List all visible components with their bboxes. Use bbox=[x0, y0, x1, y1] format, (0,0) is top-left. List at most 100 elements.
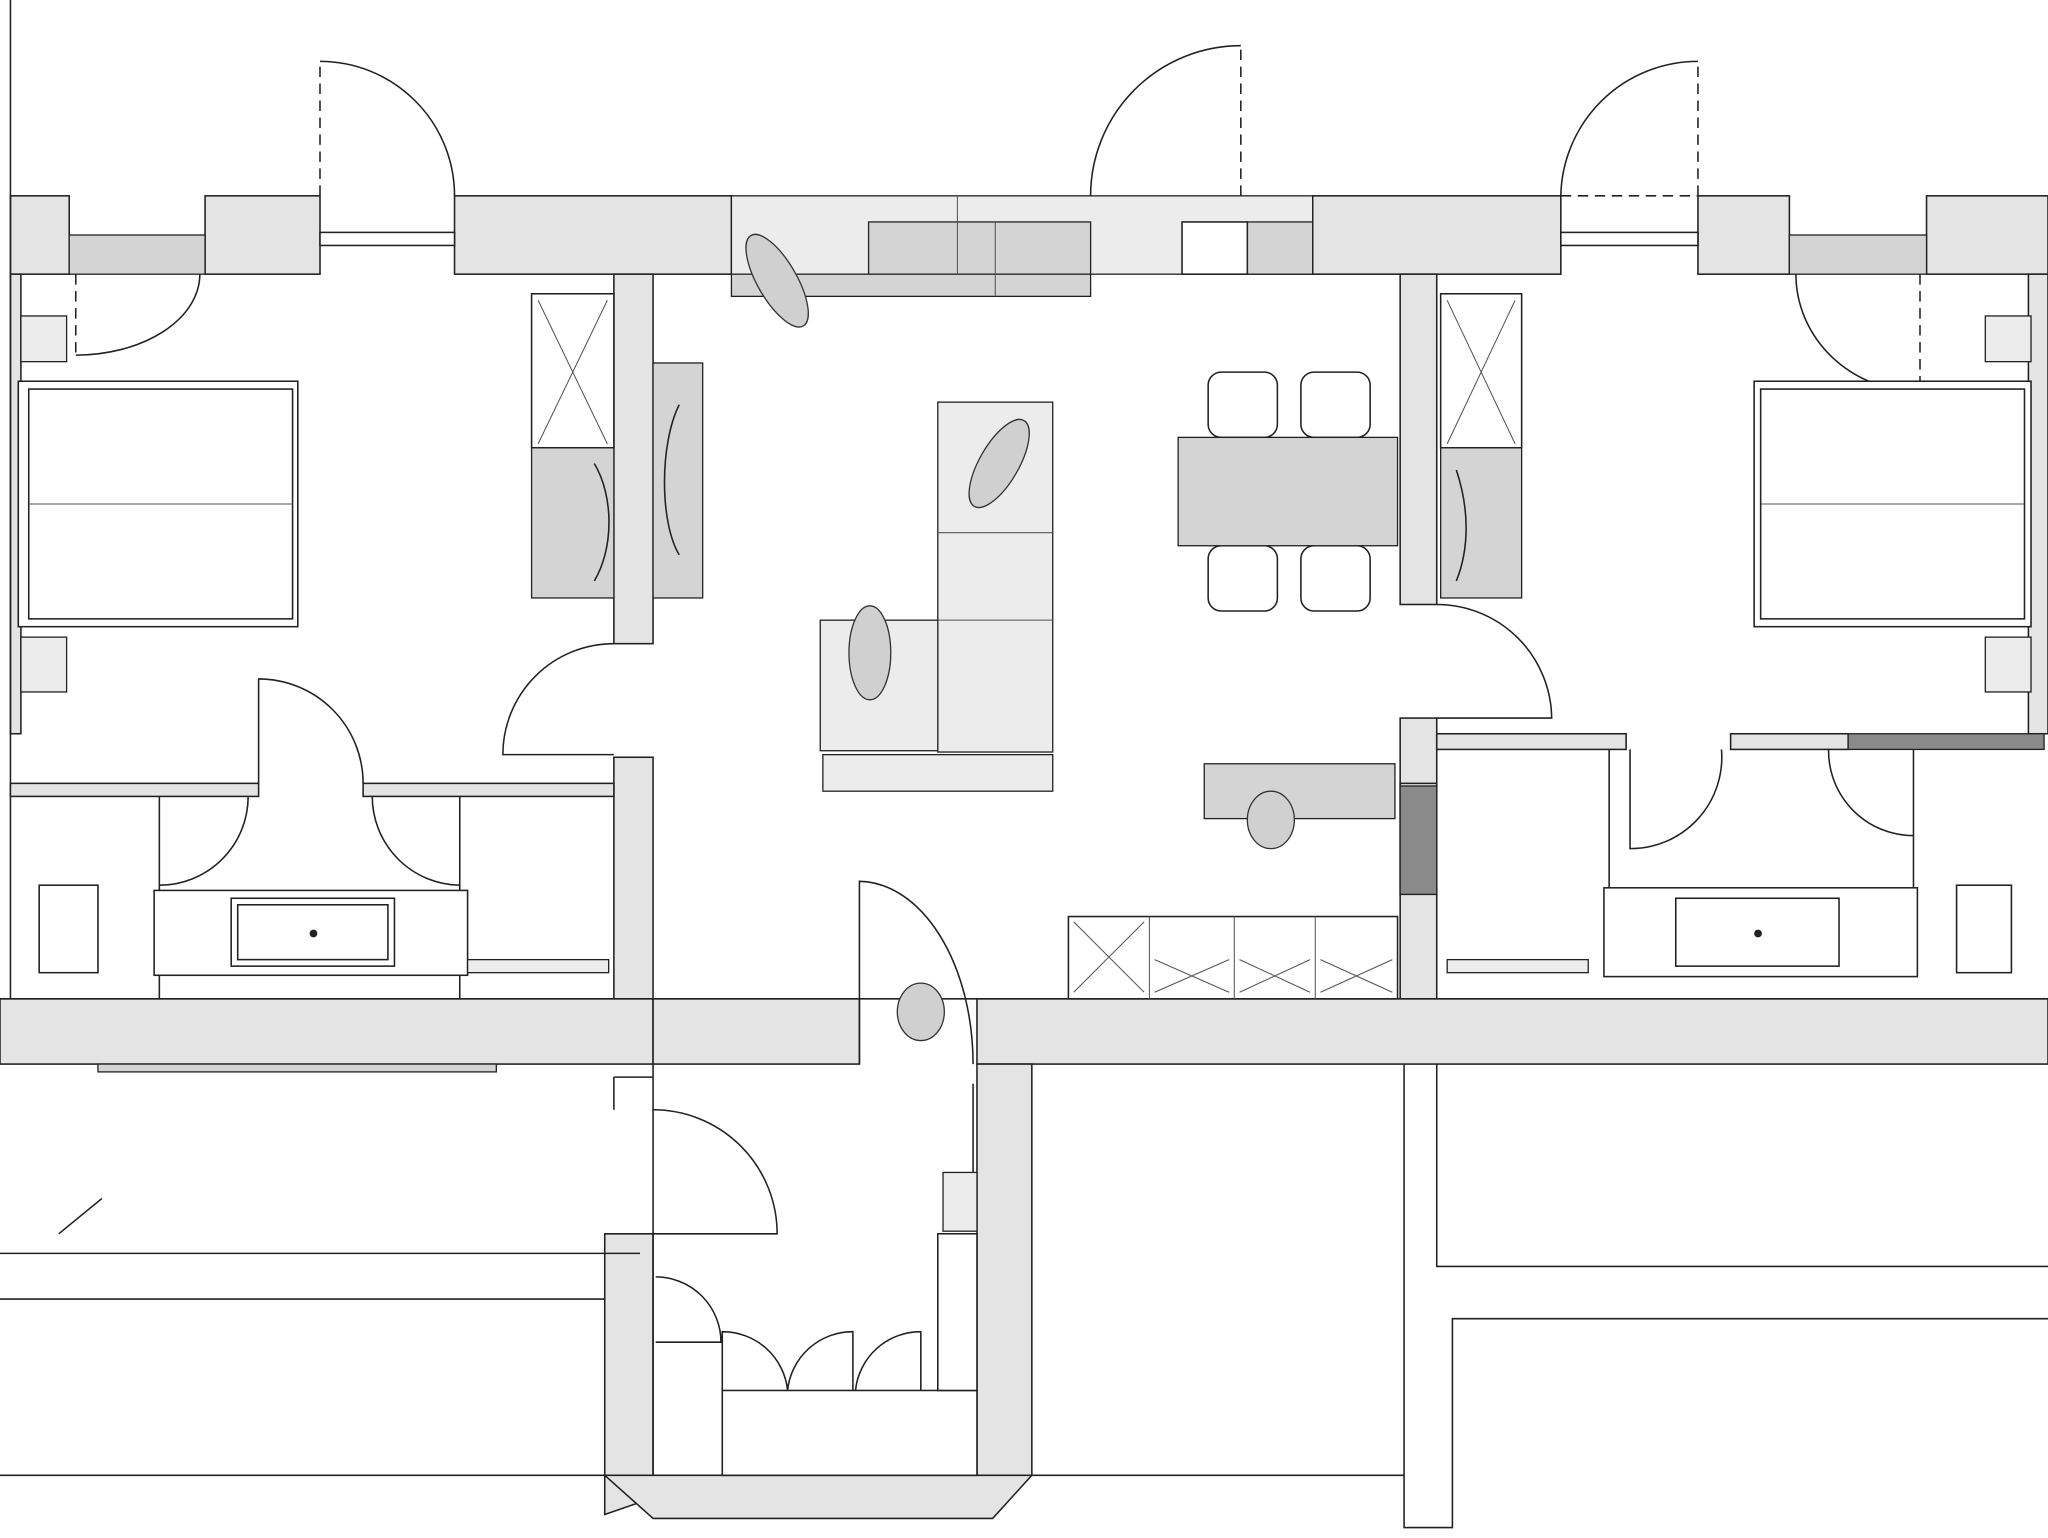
bottom-wall bbox=[0, 998, 2048, 1073]
bath-wall bbox=[362, 782, 615, 798]
wall-segment bbox=[613, 756, 654, 1000]
balcony-doors bbox=[74, 44, 1921, 393]
door-swing-icon[interactable] bbox=[721, 1330, 922, 1391]
wall-segment bbox=[1311, 195, 1562, 275]
wall-segment bbox=[9, 195, 71, 275]
wall-segment bbox=[1925, 195, 2048, 275]
wall-segment bbox=[1399, 273, 1438, 606]
stair-mark bbox=[58, 1197, 103, 1235]
right-bedroom bbox=[1436, 292, 2032, 719]
lower-area bbox=[0, 1063, 2048, 1529]
door-swing-icon bbox=[319, 60, 456, 196]
window-icon[interactable] bbox=[68, 234, 206, 275]
wall-segment bbox=[976, 1063, 1033, 1477]
person-icon bbox=[1246, 790, 1296, 850]
door-swing-icon[interactable] bbox=[655, 1276, 722, 1343]
shelf-unit bbox=[1181, 221, 1249, 275]
door-swing-icon[interactable] bbox=[257, 678, 364, 784]
shelf bbox=[466, 958, 610, 974]
wall-segment bbox=[976, 998, 2048, 1065]
storage-unit bbox=[721, 1389, 978, 1477]
wall-segment bbox=[0, 998, 654, 1065]
wardrobe-icon bbox=[1439, 292, 1523, 449]
cabinet-icon bbox=[1067, 915, 1399, 1000]
wardrobe-icon bbox=[530, 292, 615, 449]
sofa-back bbox=[822, 753, 1054, 792]
wall-segment bbox=[453, 195, 733, 275]
person-icon bbox=[968, 418, 1030, 509]
wardrobe-cross bbox=[537, 300, 608, 445]
cabinet-icon bbox=[937, 1233, 978, 1392]
shelf bbox=[1446, 958, 1589, 974]
wall-segment bbox=[204, 195, 321, 275]
dining-table-icon bbox=[1177, 436, 1399, 547]
dining-area bbox=[1177, 371, 1399, 850]
door-swing-icon[interactable] bbox=[1560, 61, 1699, 197]
adjacent-room-outline bbox=[1435, 1064, 2048, 1268]
left-bedroom bbox=[17, 292, 704, 756]
chair-icon bbox=[1300, 544, 1371, 612]
shelf-unit bbox=[1246, 221, 1314, 275]
chair-icon bbox=[1207, 544, 1279, 612]
wardrobe-icon bbox=[652, 362, 704, 599]
wall-line bbox=[0, 1252, 640, 1300]
bath-wall-dark bbox=[1847, 733, 2045, 751]
person-icon bbox=[745, 233, 809, 328]
chair-icon bbox=[1300, 371, 1371, 439]
drain-icon bbox=[309, 929, 318, 938]
door-swing-icon bbox=[1560, 60, 1698, 196]
nightstand-icon bbox=[1984, 636, 2032, 693]
wardrobe-icon bbox=[530, 447, 615, 599]
nightstand-icon bbox=[1984, 315, 2032, 363]
person-icon bbox=[896, 982, 945, 1042]
kitchen-island bbox=[1203, 763, 1396, 820]
adjacent-room-outline bbox=[1403, 1064, 2048, 1529]
wall-segment bbox=[652, 998, 861, 1065]
wall-segment bbox=[602, 1474, 1034, 1520]
windows bbox=[68, 231, 1928, 275]
door-swing-icon[interactable] bbox=[159, 796, 249, 886]
bath-wall bbox=[1435, 732, 1627, 751]
wardrobe-icon bbox=[1440, 447, 1523, 599]
toilet-icon bbox=[1955, 884, 2013, 974]
dark-panel bbox=[1399, 785, 1438, 895]
wall-segment bbox=[613, 273, 654, 645]
window-icon[interactable] bbox=[1788, 234, 1928, 275]
appliance-icon bbox=[942, 1171, 978, 1232]
wall-segment bbox=[1697, 195, 1791, 275]
window-icon[interactable] bbox=[1560, 231, 1699, 247]
door-swing-icon[interactable] bbox=[1436, 603, 1553, 719]
wardrobe-cross bbox=[1446, 300, 1516, 445]
door-swing-icon[interactable] bbox=[1827, 749, 1914, 837]
door-swing-icon[interactable] bbox=[1629, 749, 1723, 850]
hanger-icon bbox=[593, 463, 610, 582]
drain-icon bbox=[1754, 929, 1762, 938]
entry-door-swing-icon[interactable] bbox=[858, 880, 974, 1065]
window-icon[interactable] bbox=[319, 231, 456, 247]
chair-icon bbox=[1207, 371, 1279, 439]
bath-wall bbox=[9, 782, 260, 798]
top-exterior-wall bbox=[9, 195, 2048, 298]
hanger-icon bbox=[663, 404, 680, 556]
right-bathrooms bbox=[1446, 749, 2013, 978]
door-swing-icon[interactable] bbox=[502, 642, 614, 756]
kitchen-cabinets bbox=[1067, 915, 1399, 1000]
hanger-icon bbox=[1455, 469, 1467, 582]
cabinet-cross bbox=[1154, 959, 1393, 993]
person-icon bbox=[848, 605, 892, 701]
living-room bbox=[745, 233, 1054, 792]
nightstand-icon bbox=[20, 315, 68, 363]
shelf-unit bbox=[730, 273, 1092, 298]
window-swing-icon bbox=[75, 274, 201, 356]
door-swing-icon bbox=[1089, 44, 1241, 196]
toilet-icon bbox=[38, 884, 99, 974]
door-swing-icon[interactable] bbox=[371, 796, 460, 886]
radiator bbox=[97, 1063, 497, 1073]
door-swing-icon[interactable] bbox=[653, 1108, 778, 1235]
wall-line bbox=[613, 1076, 654, 1110]
bath-wall bbox=[1729, 732, 1849, 751]
left-bathrooms bbox=[38, 678, 610, 977]
cabinet-dividers bbox=[1073, 916, 1316, 999]
shelf-unit bbox=[867, 221, 1092, 275]
